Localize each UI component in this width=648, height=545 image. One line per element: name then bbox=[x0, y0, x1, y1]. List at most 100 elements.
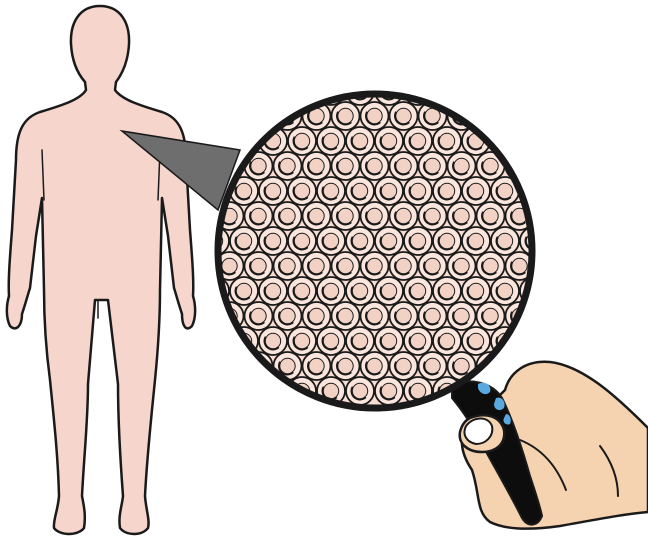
cell bbox=[288, 127, 316, 155]
cell bbox=[433, 227, 461, 255]
cell bbox=[375, 127, 403, 155]
cell bbox=[404, 127, 432, 155]
cell bbox=[419, 252, 447, 280]
cell bbox=[477, 252, 505, 280]
cell bbox=[433, 177, 461, 205]
cell-nucleus bbox=[483, 308, 498, 323]
cell bbox=[375, 227, 403, 255]
cell-nucleus bbox=[280, 258, 295, 273]
cell-nucleus bbox=[338, 358, 353, 373]
cell-nucleus bbox=[381, 133, 396, 148]
cell bbox=[491, 227, 519, 255]
cell bbox=[259, 327, 287, 355]
cell bbox=[448, 202, 476, 230]
cell-nucleus bbox=[352, 283, 367, 298]
cell-nucleus bbox=[280, 358, 295, 373]
cell-nucleus bbox=[512, 258, 527, 273]
cell bbox=[448, 152, 476, 180]
cell bbox=[346, 227, 374, 255]
cell bbox=[245, 252, 273, 280]
cell bbox=[245, 302, 273, 330]
cell bbox=[274, 152, 302, 180]
cell bbox=[462, 227, 490, 255]
cell-nucleus bbox=[309, 158, 324, 173]
cell-nucleus bbox=[280, 208, 295, 223]
cell-nucleus bbox=[425, 358, 440, 373]
cell-nucleus bbox=[468, 333, 483, 348]
cell-nucleus bbox=[483, 208, 498, 223]
cell bbox=[274, 252, 302, 280]
cell-nucleus bbox=[454, 208, 469, 223]
cell bbox=[288, 177, 316, 205]
cell-nucleus bbox=[236, 233, 251, 248]
cell-nucleus bbox=[265, 333, 280, 348]
cell-nucleus bbox=[309, 358, 324, 373]
cell-nucleus bbox=[454, 358, 469, 373]
cell-nucleus bbox=[497, 133, 512, 148]
cell-nucleus bbox=[425, 308, 440, 323]
cell bbox=[390, 152, 418, 180]
cell-detail bbox=[496, 137, 510, 149]
cell-nucleus bbox=[396, 108, 411, 123]
cell bbox=[259, 177, 287, 205]
cell bbox=[303, 302, 331, 330]
cell-nucleus bbox=[396, 308, 411, 323]
cell-nucleus bbox=[381, 283, 396, 298]
cell-nucleus bbox=[410, 233, 425, 248]
cell bbox=[288, 327, 316, 355]
cell bbox=[317, 277, 345, 305]
cell-nucleus bbox=[381, 383, 396, 398]
cell-nucleus bbox=[468, 283, 483, 298]
cell-nucleus bbox=[497, 233, 512, 248]
cell-nucleus bbox=[454, 258, 469, 273]
cell-nucleus bbox=[236, 283, 251, 298]
cell-nucleus bbox=[439, 183, 454, 198]
cell bbox=[462, 327, 490, 355]
body-silhouette bbox=[7, 6, 195, 534]
cell bbox=[390, 302, 418, 330]
cell-nucleus bbox=[410, 283, 425, 298]
cell-nucleus bbox=[352, 333, 367, 348]
cell-nucleus bbox=[526, 183, 541, 198]
cell-nucleus bbox=[309, 208, 324, 223]
cell bbox=[361, 302, 389, 330]
cell-nucleus bbox=[338, 308, 353, 323]
cell bbox=[433, 127, 461, 155]
cell-nucleus bbox=[352, 233, 367, 248]
cell-nucleus bbox=[367, 308, 382, 323]
cell bbox=[404, 327, 432, 355]
cell bbox=[419, 152, 447, 180]
cell-nucleus bbox=[294, 283, 309, 298]
cell bbox=[346, 127, 374, 155]
cell-nucleus bbox=[294, 333, 309, 348]
cell bbox=[346, 327, 374, 355]
cell-nucleus bbox=[497, 183, 512, 198]
cell-detail bbox=[264, 387, 278, 399]
cell-nucleus bbox=[222, 258, 237, 273]
cell-nucleus bbox=[454, 308, 469, 323]
cell-nucleus bbox=[265, 233, 280, 248]
cell bbox=[332, 202, 360, 230]
cell bbox=[259, 277, 287, 305]
cell-nucleus bbox=[309, 308, 324, 323]
cell-nucleus bbox=[367, 208, 382, 223]
cell bbox=[346, 177, 374, 205]
cell bbox=[375, 327, 403, 355]
cell bbox=[448, 302, 476, 330]
cell-nucleus bbox=[497, 283, 512, 298]
cell-detail bbox=[525, 187, 539, 199]
cell bbox=[419, 302, 447, 330]
cell bbox=[346, 277, 374, 305]
cell bbox=[317, 327, 345, 355]
cell bbox=[477, 202, 505, 230]
cell-nucleus bbox=[425, 158, 440, 173]
cell bbox=[303, 152, 331, 180]
cell bbox=[404, 277, 432, 305]
cell-nucleus bbox=[381, 233, 396, 248]
cell-nucleus bbox=[454, 158, 469, 173]
cell bbox=[375, 277, 403, 305]
cell bbox=[332, 252, 360, 280]
cell bbox=[259, 227, 287, 255]
cell bbox=[477, 302, 505, 330]
